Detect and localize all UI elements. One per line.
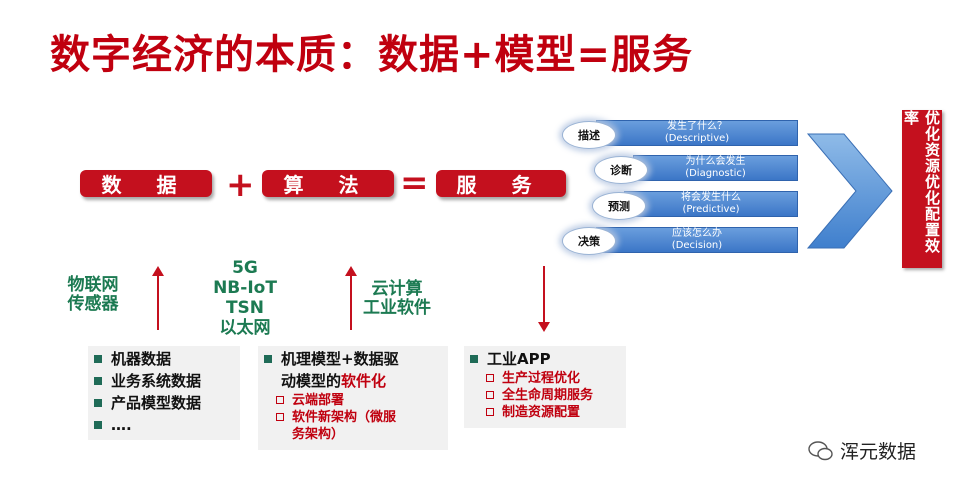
list-item: 产品模型数据 [94, 392, 240, 414]
arrow-up-icon [152, 266, 164, 330]
sub-item: 全生命周期服务 [486, 387, 626, 404]
step-english: (Predictive) [682, 204, 740, 215]
network-labels: 5G NB-IoT TSN 以太网 [205, 258, 285, 338]
arrow-down-icon [538, 266, 550, 332]
sub-item: 云端部署 [276, 392, 448, 409]
sub-item-continued: 务架构） [292, 427, 345, 442]
list-item: …. [94, 414, 240, 436]
bullet-hollow-square-icon [276, 413, 284, 421]
network-label: 5G [232, 258, 258, 278]
step-english: (Decision) [671, 240, 723, 251]
bullet-square-icon [264, 355, 272, 363]
iot-sensor-label: 物联网 传感器 [60, 276, 126, 314]
network-label: NB-IoT [213, 278, 277, 298]
service-box-label: 服 务 [456, 173, 546, 197]
step-tag-descriptive: 描述 [562, 121, 616, 149]
service-box: 服 务 [436, 170, 566, 197]
list-item: 业务系统数据 [94, 370, 240, 392]
bullet-square-icon [94, 399, 102, 407]
step-question: 应该怎么办 [672, 228, 722, 239]
step-tag-predictive: 预测 [592, 192, 646, 220]
sensor-label: 传感器 [67, 294, 119, 314]
network-label: 以太网 [219, 318, 271, 338]
model-panel: 机理模型+数据驱 动模型的软件化 云端部署 软件新架构（微服 务架构） [258, 346, 448, 450]
bullet-square-icon [94, 377, 102, 385]
step-predictive-bar: 将会发生什么 (Predictive) [624, 191, 798, 217]
industrial-app-panel: 工业APP 生产过程优化 全生命周期服务 制造资源配置 [464, 346, 626, 428]
bullet-square-icon [94, 421, 102, 429]
software-label: 工业软件 [363, 298, 431, 318]
bullet-hollow-square-icon [486, 391, 494, 399]
bullet-hollow-square-icon [276, 396, 284, 404]
step-question: 将会发生什么 [681, 192, 741, 203]
step-english: (Descriptive) [664, 133, 730, 144]
data-box-label: 数 据 [101, 173, 191, 197]
watermark-text: 浑元数据 [840, 441, 917, 463]
step-tag-decision: 决策 [562, 227, 616, 255]
step-question: 为什么会发生 [685, 156, 746, 167]
outcome-box: 优化资源优化配置效率 [902, 110, 942, 268]
step-descriptive-bar: 发生了什么？ (Descriptive) [596, 120, 798, 146]
outcome-label: 优化资源优化配置效率 [902, 110, 941, 254]
bullet-hollow-square-icon [486, 408, 494, 416]
bullet-square-icon [94, 355, 102, 363]
step-tag-diagnostic: 诊断 [594, 156, 648, 184]
step-english: (Diagnostic) [685, 168, 746, 179]
chevron-right-icon [806, 133, 893, 249]
bullet-hollow-square-icon [486, 374, 494, 382]
network-label: TSN [225, 298, 265, 318]
cloud-label: 云计算 [371, 279, 423, 299]
algorithm-box-label: 算 法 [283, 173, 373, 197]
bullet-square-icon [470, 355, 478, 363]
algorithm-box: 算 法 [262, 170, 394, 197]
list-item: 机器数据 [94, 348, 240, 370]
chat-bubble-icon [808, 440, 833, 460]
sub-item: 生产过程优化 [486, 370, 626, 387]
list-item: 工业APP [470, 348, 626, 370]
data-sources-panel: 机器数据 业务系统数据 产品模型数据 …. [88, 346, 240, 440]
arrow-up-icon [345, 266, 357, 330]
step-decision-bar: 应该怎么办 (Decision) [596, 227, 798, 253]
watermark: 浑元数据 [808, 437, 916, 464]
iot-label: 物联网 [67, 275, 119, 295]
sub-item: 制造资源配置 [486, 404, 626, 421]
list-item: 机理模型+数据驱 [264, 348, 448, 370]
page-title: 数字经济的本质：数据+模型=服务 [50, 32, 694, 78]
plus-sign: + [226, 165, 255, 205]
data-box: 数 据 [80, 170, 212, 197]
list-item-continued: 动模型的软件化 [281, 372, 387, 390]
step-question: 发生了什么？ [667, 121, 727, 132]
equals-sign: = [400, 163, 429, 203]
step-diagnostic-bar: 为什么会发生 (Diagnostic) [633, 155, 798, 181]
sub-item: 软件新架构（微服 [276, 409, 448, 426]
cloud-software-label: 云计算 工业软件 [360, 280, 434, 318]
